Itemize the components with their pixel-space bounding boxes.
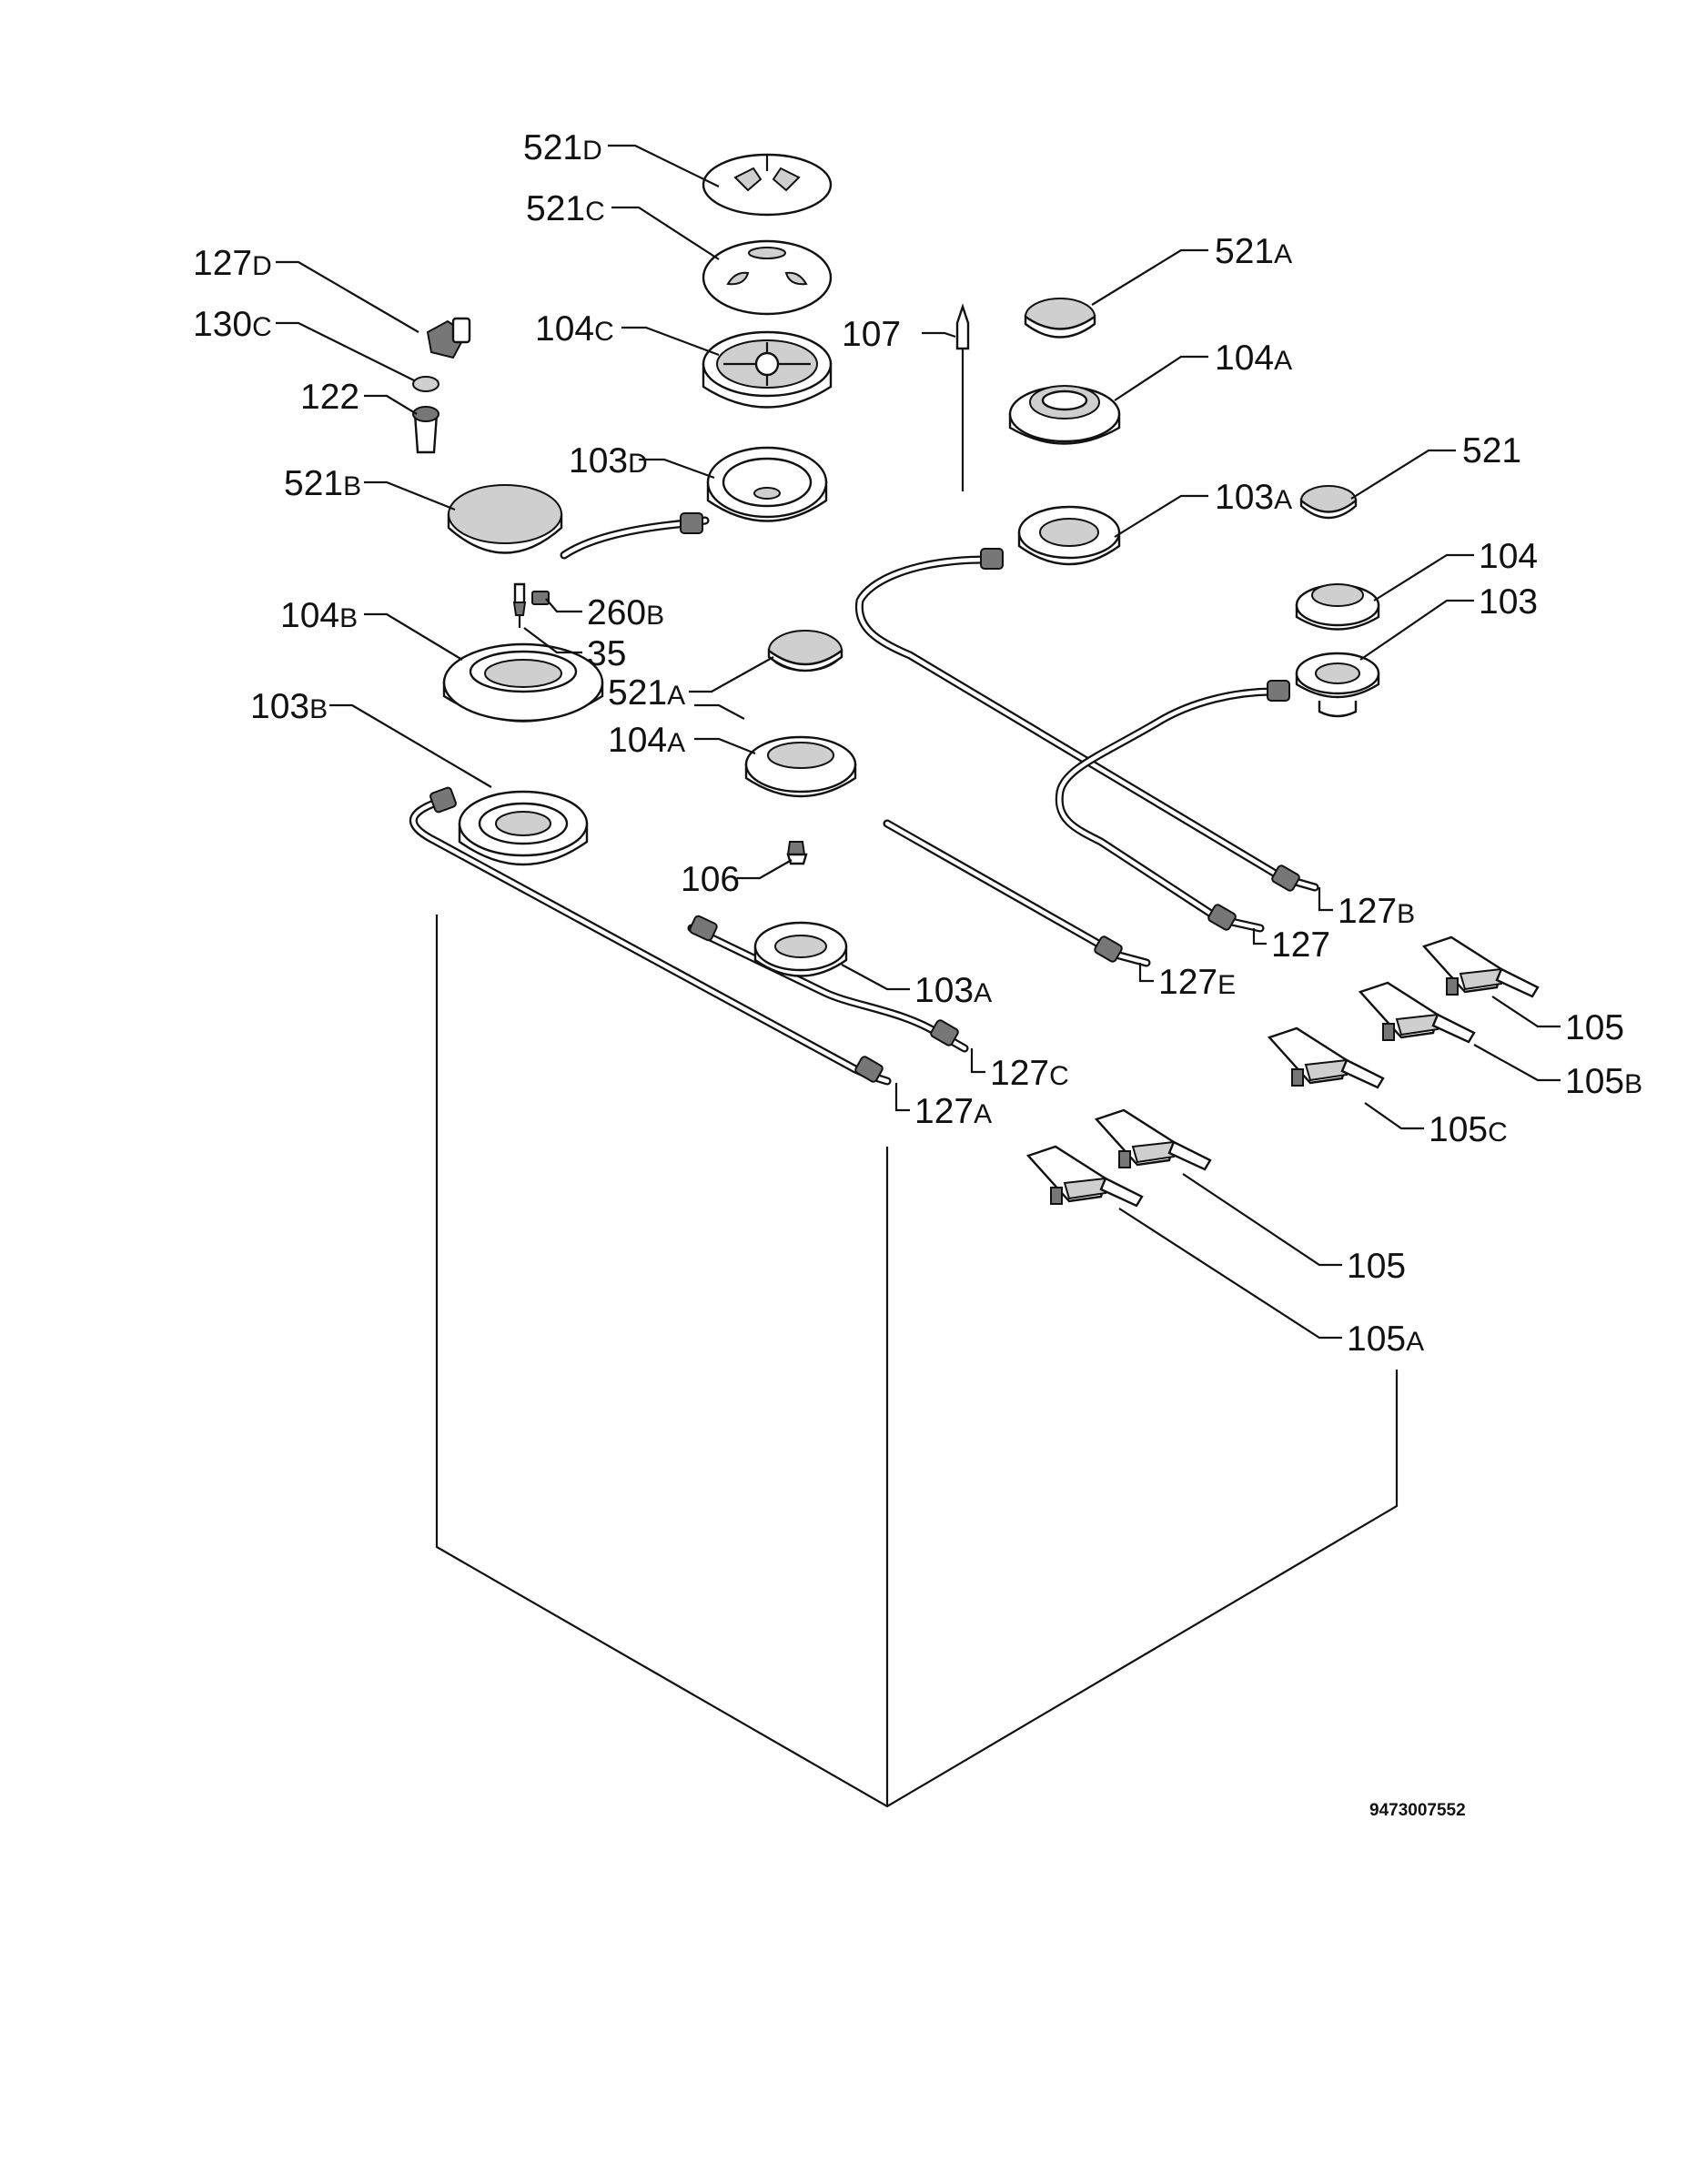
part-labels: 521D 521C 127D 130C 104C 107 521A 122 10…: [193, 128, 1642, 1359]
burner-base-103A-top: [1017, 505, 1121, 566]
label-105C: 105C: [1429, 1110, 1508, 1149]
cabinet-outline: [435, 915, 1399, 1808]
label-521D: 521D: [523, 128, 602, 167]
label-127B: 127B: [1338, 892, 1415, 931]
label-103A-bot: 103A: [914, 971, 992, 1010]
label-105A: 105A: [1347, 1320, 1424, 1359]
ignition-electrode-35: [512, 582, 550, 628]
burner-base-103B: [458, 790, 589, 866]
label-127E: 127E: [1158, 963, 1236, 1002]
burner-crown-104A-top: [1008, 385, 1121, 445]
label-107: 107: [842, 315, 901, 354]
burner-cap-521A-top: [1024, 298, 1096, 339]
label-521A-top: 521A: [1215, 232, 1292, 271]
burner-cap-521-right: [1299, 485, 1358, 520]
label-103-right: 103: [1479, 582, 1538, 622]
burner-cap-521C: [702, 239, 833, 316]
label-105-bot: 105: [1347, 1247, 1406, 1286]
burner-base-103A-bot: [753, 921, 848, 977]
thermocouple-107: [955, 303, 970, 491]
label-106: 106: [681, 860, 740, 899]
burner-crown-104-right: [1295, 583, 1380, 631]
burner-cap-521D: [702, 153, 833, 217]
burner-crown-104A-mid: [744, 735, 857, 798]
gas-valves: [1025, 935, 1540, 1208]
label-103D: 103D: [569, 441, 648, 480]
label-35: 35: [587, 634, 626, 673]
label-521A-mid: 521A: [608, 673, 685, 713]
label-103B: 103B: [250, 687, 328, 726]
label-103A-top: 103A: [1215, 478, 1292, 517]
label-130C: 130C: [193, 305, 272, 344]
label-521B: 521B: [284, 464, 361, 503]
drawing-code: 9473007552: [1369, 1801, 1466, 1820]
label-521C: 521C: [526, 189, 605, 228]
injector-106: [786, 841, 808, 865]
label-104C: 104C: [535, 309, 614, 349]
label-104B: 104B: [280, 596, 358, 635]
label-104A-mid: 104A: [608, 721, 685, 760]
label-104A-top: 104A: [1215, 339, 1292, 378]
injector-elbow-127D: [412, 317, 471, 454]
gas-pipes: [409, 512, 1319, 1086]
burner-crown-104B: [442, 642, 604, 723]
label-104-right: 104: [1479, 537, 1538, 576]
label-105-top: 105: [1565, 1008, 1624, 1047]
burner-base-103-right: [1295, 652, 1380, 718]
label-127C: 127C: [990, 1054, 1069, 1093]
label-127A: 127A: [914, 1092, 992, 1131]
burner-base-103D: [706, 446, 828, 522]
burner-crown-104C: [702, 330, 833, 409]
label-127D: 127D: [193, 244, 272, 283]
label-521-right: 521: [1462, 431, 1521, 470]
burner-cap-521A-mid: [767, 630, 843, 672]
label-260B: 260B: [587, 593, 664, 632]
label-127: 127: [1271, 925, 1330, 965]
label-105B: 105B: [1565, 1062, 1642, 1101]
label-122: 122: [300, 378, 359, 417]
leader-lines: [276, 144, 1561, 1340]
burner-cap-521B: [447, 484, 563, 554]
